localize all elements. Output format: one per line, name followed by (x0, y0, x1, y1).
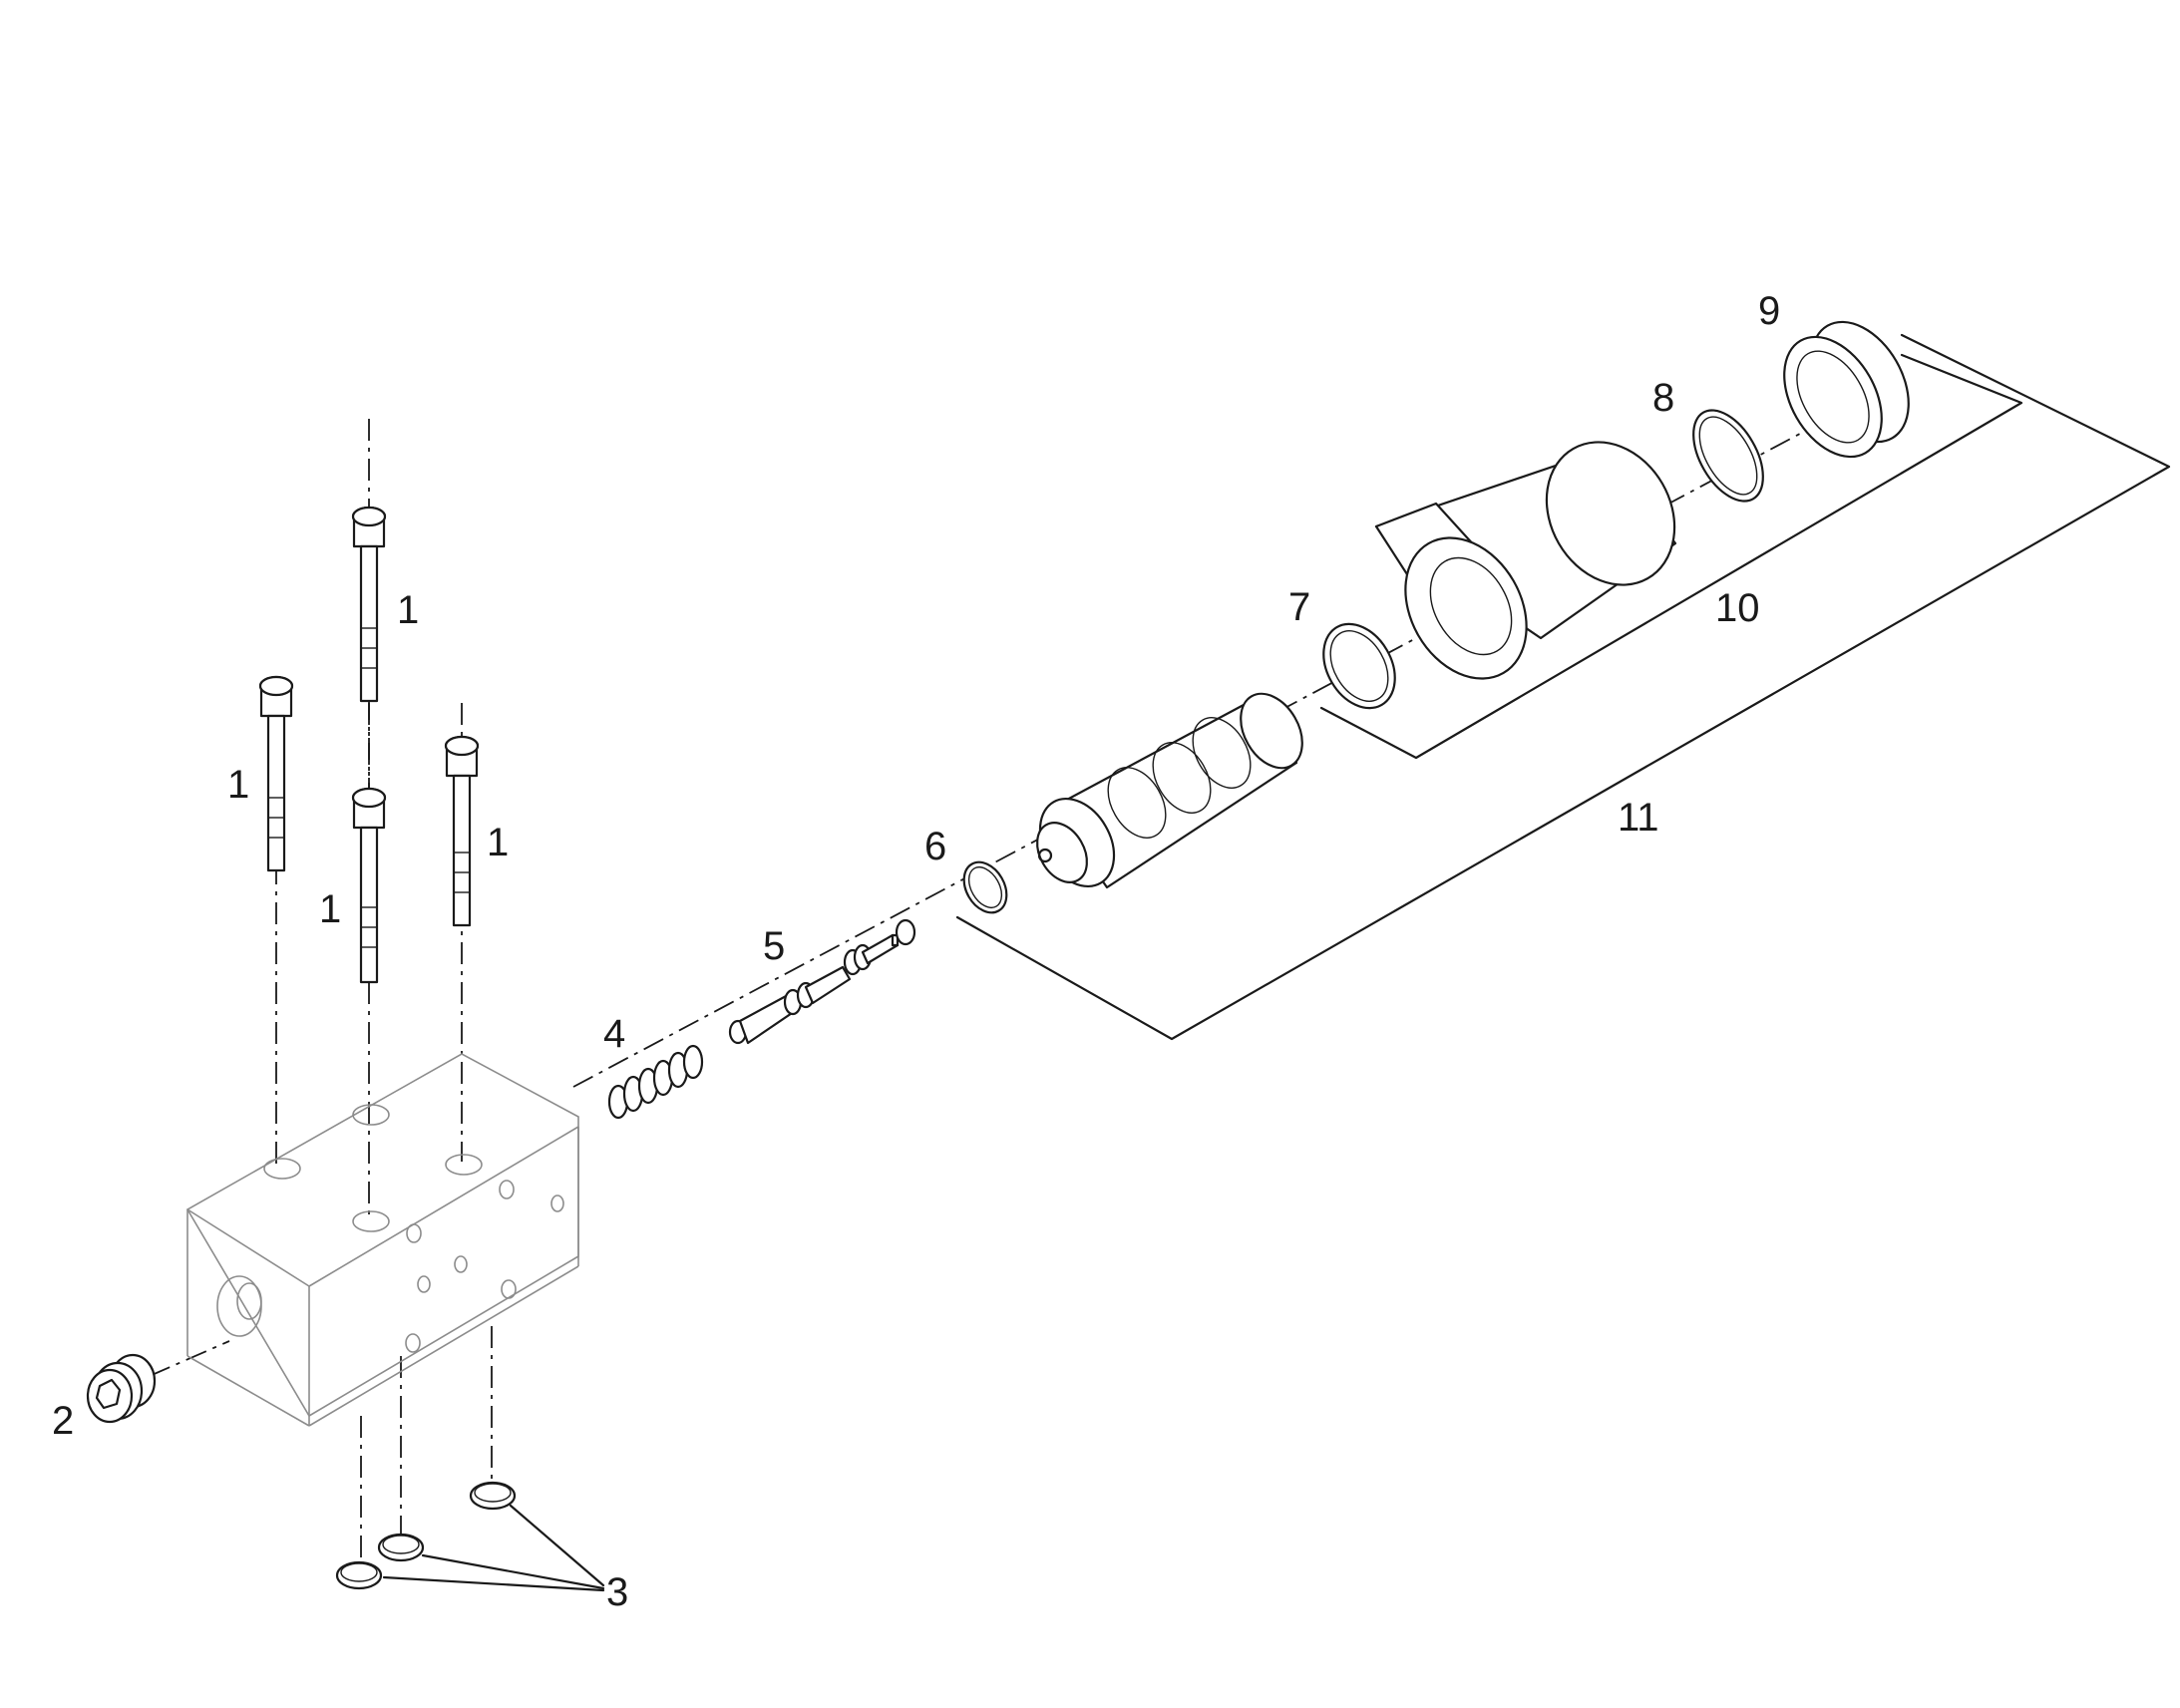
orings-bottom (335, 1481, 605, 1592)
nut (1783, 320, 1910, 459)
bolt-c (351, 787, 387, 984)
valve-cartridge (1036, 692, 1303, 889)
label-nut: 9 (1758, 289, 1780, 333)
label-bolt-c: 1 (319, 887, 341, 931)
spring (607, 1044, 704, 1120)
coil (1374, 441, 1677, 680)
leader-lines (955, 333, 2171, 1041)
label-bolt-b: 1 (227, 763, 249, 807)
plug (86, 1353, 157, 1424)
bolt-d (444, 735, 480, 927)
label-coil: 10 (1715, 586, 1760, 630)
label-plug: 2 (52, 1399, 74, 1443)
bolt-a (351, 506, 387, 703)
label-oring-medium: 7 (1288, 585, 1310, 629)
manifold-block (185, 1053, 579, 1427)
oring-medium (1322, 622, 1396, 710)
label-oring-large: 8 (1652, 376, 1674, 420)
label-assembly: 11 (1618, 796, 1659, 840)
label-orings-bottom: 3 (606, 1570, 628, 1614)
item-labels: 1 1 1 1 2 3 4 5 6 7 8 9 10 11 (52, 289, 1780, 1614)
label-spool: 5 (763, 924, 785, 968)
spool (728, 918, 916, 1045)
bolt-b (258, 675, 294, 872)
label-bolt-a: 1 (397, 588, 419, 632)
label-oring-small: 6 (924, 825, 946, 868)
oring-small (962, 860, 1008, 914)
oring-large (1692, 409, 1764, 503)
label-spring: 4 (603, 1012, 625, 1056)
label-bolt-d: 1 (487, 821, 509, 864)
